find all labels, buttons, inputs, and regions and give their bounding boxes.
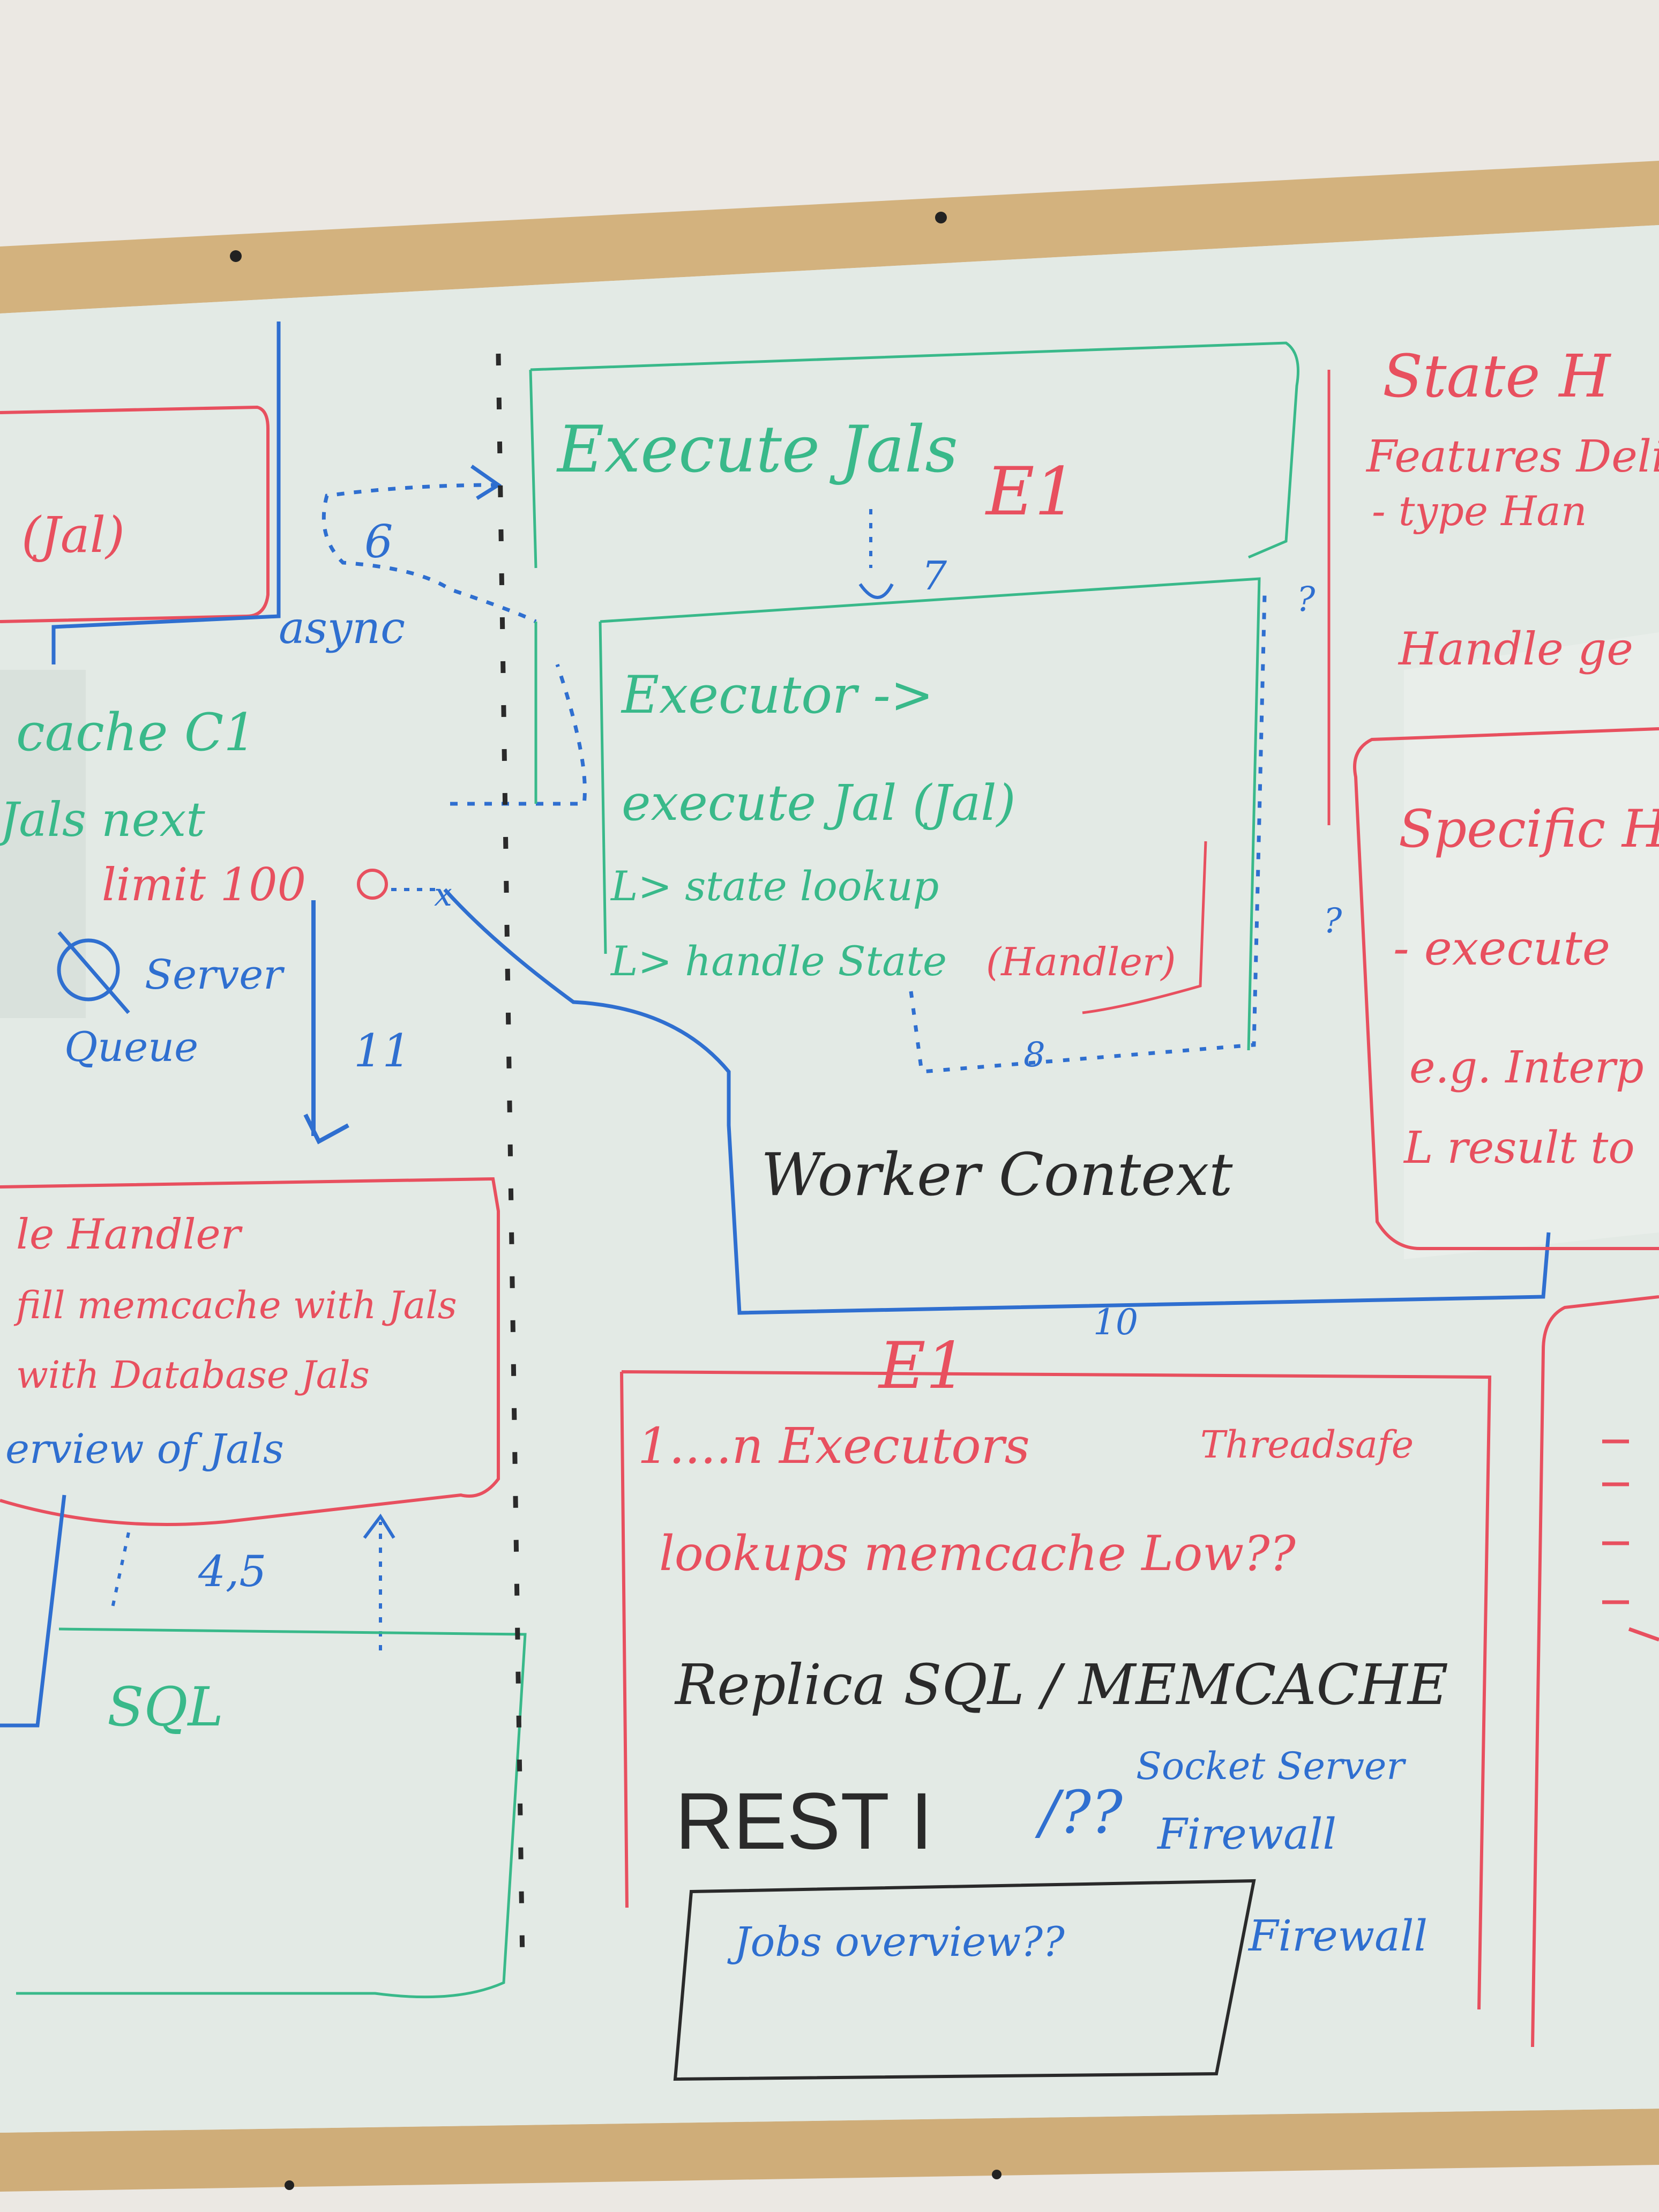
worker-context-label: Worker Context — [761, 1140, 1233, 1209]
question-mark-2: ? — [1324, 901, 1342, 941]
sql-label: SQL — [107, 1676, 223, 1738]
async-path — [322, 483, 537, 624]
executor-line4: L> handle State — [610, 937, 947, 985]
step-11-arrowhead — [303, 1114, 349, 1145]
handler-box — [0, 1177, 500, 1526]
rest-question: /?? — [1035, 1778, 1123, 1847]
server-queue-icon-slash — [57, 931, 130, 1014]
reflection-right — [1404, 632, 1659, 1259]
handler-tag: (Handler) — [986, 939, 1176, 984]
specific-handler-box — [1353, 727, 1659, 1250]
handler-title: le Handler — [16, 1210, 243, 1259]
jobs-next-line: Jals next — [0, 792, 205, 847]
e1-line3: Replica SQL / MEMCACHE — [674, 1652, 1448, 1717]
e1-box — [620, 1370, 1492, 2010]
step-8-label: 8 — [1023, 1035, 1045, 1075]
reflection-left — [0, 670, 86, 1018]
specific-line3: L result to — [1403, 1123, 1635, 1174]
executor-line2: execute Jal (Jal) — [622, 774, 1016, 832]
frame-bottom — [0, 2109, 1659, 2192]
top-left-red-box — [0, 405, 270, 623]
separator-line — [496, 353, 525, 1962]
handler-line2: with Database Jals — [16, 1353, 370, 1397]
left-blue-line — [0, 1494, 66, 1728]
right-line3: - type Han — [1372, 487, 1587, 535]
green-area-blue-dashed — [450, 663, 587, 806]
right-line4: Handle ge — [1398, 623, 1633, 675]
memcache-line: cache C1 — [16, 703, 256, 763]
server-queue-icon — [57, 938, 120, 1002]
jobs-overview-label: Jobs overview?? — [727, 1918, 1065, 1966]
specific-line1: - execute — [1393, 921, 1610, 976]
socket-server-label: Socket Server — [1136, 1744, 1406, 1788]
firewall-label-2: Firewall — [1247, 1911, 1428, 1961]
right-line1: State H — [1382, 342, 1611, 410]
handler-tag-arrow — [1082, 841, 1207, 1014]
handler-line3: erview of Jals — [5, 1425, 284, 1473]
firewall-label: Firewall — [1156, 1809, 1336, 1859]
step-8-loop — [909, 594, 1267, 1074]
step-4-5-label: 4,5 — [198, 1546, 266, 1596]
frame-screw — [285, 2180, 294, 2190]
question-mark-1: ? — [1297, 580, 1316, 619]
e1-line2: lookups memcache Low?? — [659, 1526, 1296, 1582]
frame-top — [0, 161, 1659, 313]
top-box-text: (Jal) — [21, 506, 125, 564]
worker-context-path — [443, 888, 1551, 1315]
step-6-label: 6 — [364, 515, 393, 568]
step-7-arrowhead — [858, 583, 894, 599]
e1-line1: 1....n Executors — [638, 1417, 1030, 1475]
top-left-blue-bracket — [51, 322, 281, 664]
step-5-arrowhead — [363, 1513, 395, 1539]
frame-screw — [992, 2170, 1002, 2179]
executor-box — [599, 577, 1261, 1051]
e1-threadsafe: Threadsafe — [1200, 1423, 1414, 1467]
limit-line: limit 100 — [102, 858, 306, 911]
step-10-label: 10 — [1093, 1302, 1138, 1343]
bottom-right-dashes — [1602, 1439, 1659, 1642]
e1-top-label: E1 — [985, 453, 1077, 530]
execute-jobs-title: Execute Jals — [556, 413, 958, 487]
rest-label: REST I — [675, 1776, 933, 1866]
bottom-right-box — [1531, 1295, 1659, 2047]
limit-circle — [357, 869, 388, 900]
server-queue-line2: Queue — [64, 1023, 198, 1071]
server-queue-line1: Server — [145, 951, 285, 998]
right-line2: Features Deli — [1365, 431, 1659, 482]
jobs-overview-box — [673, 1879, 1256, 2081]
step-7-label: 7 — [922, 553, 947, 599]
board-surface — [0, 225, 1659, 2133]
async-label: async — [279, 603, 405, 654]
executor-line1: Executor -> — [621, 665, 933, 725]
e1-box-heading: E1 — [878, 1329, 967, 1403]
executor-line3: L> state lookup — [610, 862, 939, 910]
specific-line2: e.g. Interp — [1409, 1042, 1644, 1093]
specific-box-title: Specific H — [1399, 799, 1659, 859]
async-arrowhead — [470, 465, 502, 500]
execute-jobs-box — [529, 341, 1299, 569]
frame-screw — [935, 212, 947, 223]
frame-screw — [230, 250, 242, 262]
handler-line1: fill memcache with Jals — [13, 1283, 457, 1327]
sql-box — [16, 1627, 527, 1999]
step-11-label: 11 — [354, 1025, 411, 1077]
